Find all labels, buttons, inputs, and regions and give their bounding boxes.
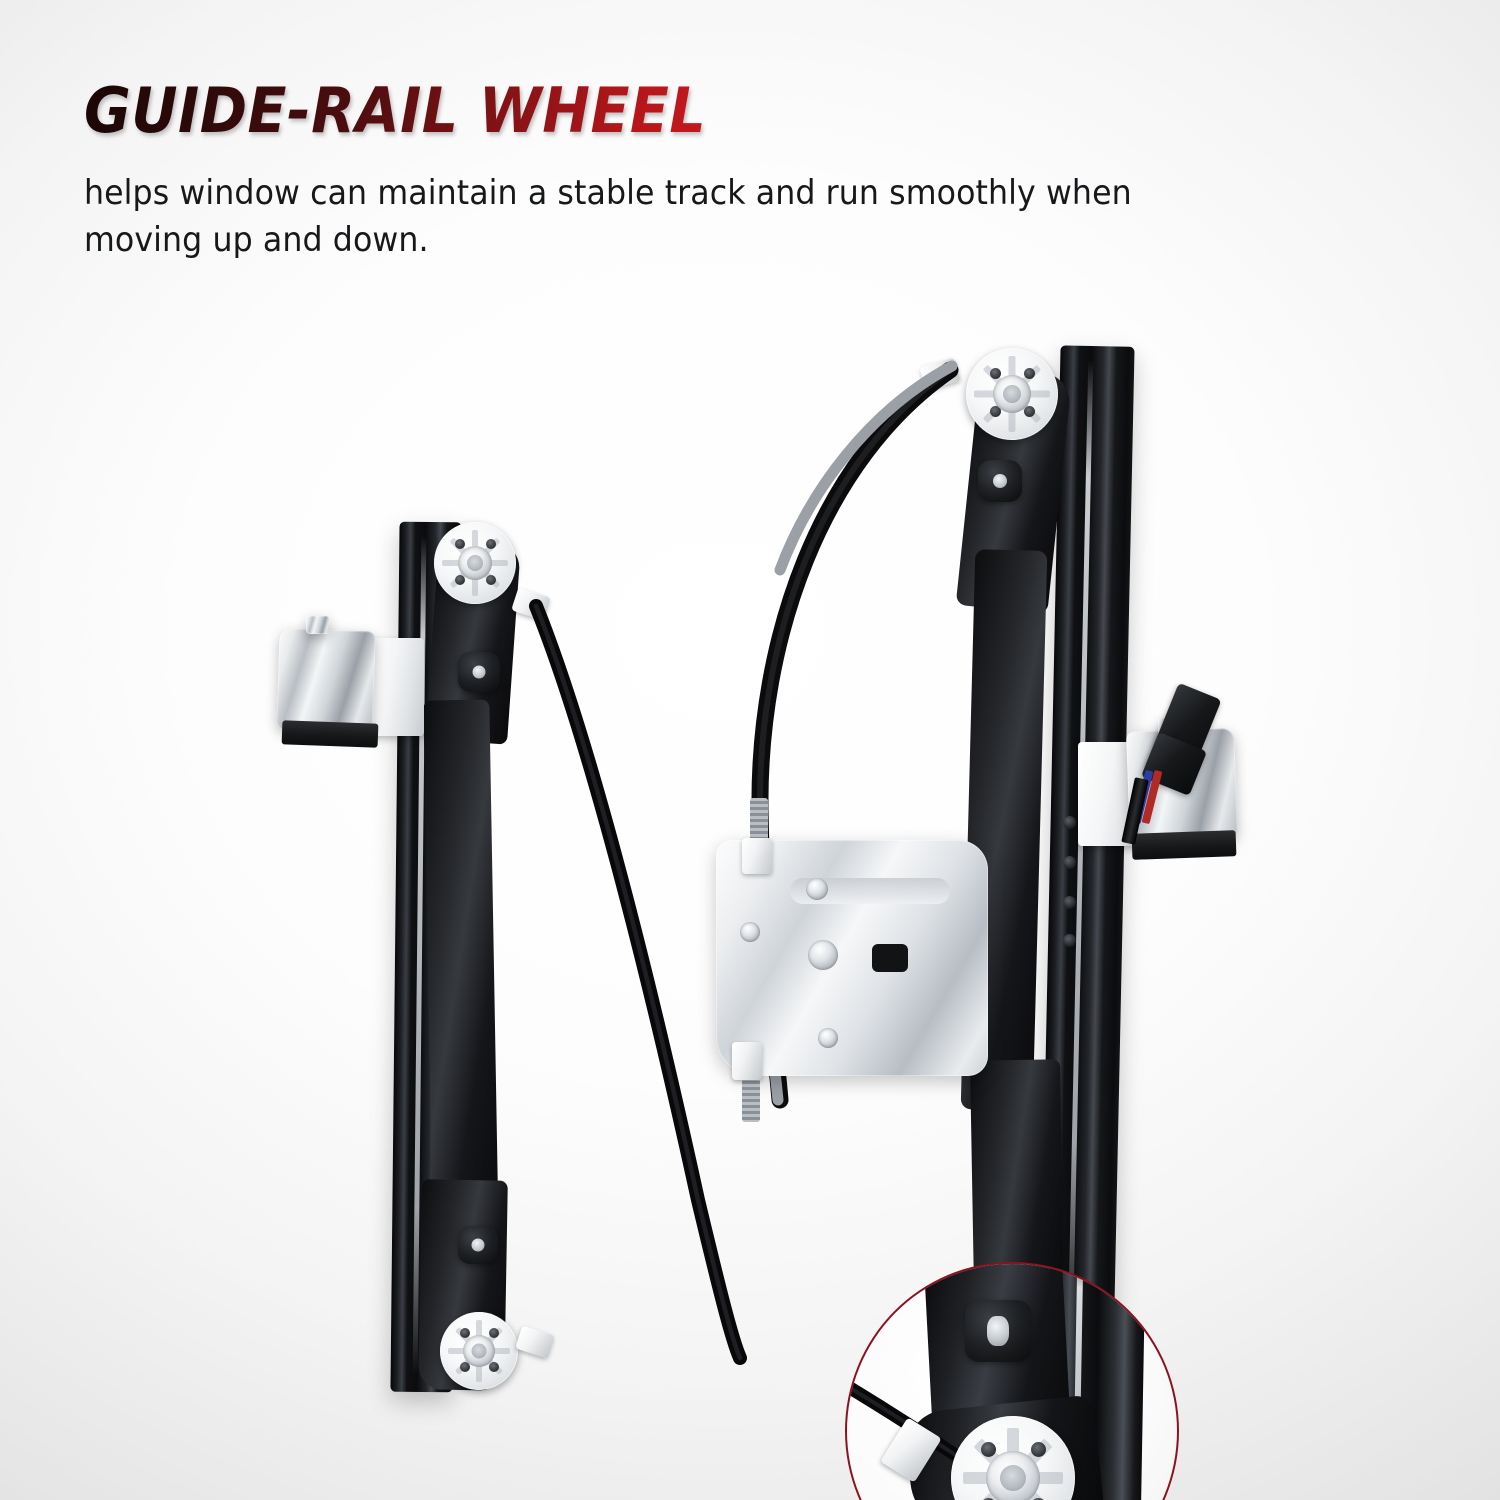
zoom-pivot-knuckle — [965, 1300, 1031, 1362]
pulley-bolt-hole — [489, 1328, 499, 1338]
housing-screw — [740, 922, 760, 942]
pulley-hub — [458, 546, 492, 580]
pivot-knuckle-left-upper — [458, 652, 500, 692]
pulley-bolt-hole — [1024, 368, 1035, 379]
pulley-bolt-hole — [489, 1362, 499, 1372]
pulley-hub-core — [471, 1343, 487, 1359]
pulley-hub-core — [1003, 385, 1021, 403]
pulley-spoke — [1008, 394, 1016, 432]
bracket-rubber-pad-left — [281, 720, 379, 748]
cable-end-lower — [742, 1078, 760, 1122]
housing-slot — [872, 944, 908, 972]
pulley-bolt-hole — [455, 539, 465, 549]
housing-center-pin — [808, 940, 838, 970]
pulley-bolt-hole — [990, 368, 1001, 379]
window-mount-bracket-left — [276, 628, 376, 734]
product-photo — [0, 300, 1500, 1500]
pulley-bolt-hole — [990, 406, 1001, 417]
pulley-bolt-hole — [1024, 406, 1035, 417]
feature-description: helps window can maintain a stable track… — [84, 173, 1132, 260]
zoom-drive-cable — [847, 1378, 970, 1467]
guide-rail-wheel-lower-left — [440, 1312, 518, 1390]
pulley-bolt-hole — [460, 1362, 470, 1372]
guide-rail-wheel-upper-right — [966, 348, 1058, 440]
pulley-bolt-hole — [486, 575, 496, 585]
zoom-pivot-pin — [987, 1316, 1009, 1346]
pulley-bolt-hole — [981, 1498, 996, 1500]
page-title: GUIDE-RAIL WHEEL — [84, 78, 1271, 144]
pivot-knuckle-right — [978, 460, 1022, 502]
pulley-hub — [463, 1335, 495, 1367]
pulley-hub — [986, 1451, 1040, 1500]
guide-rail-wheel-upper-left — [434, 522, 516, 604]
cable-end-collar-upper — [742, 838, 772, 874]
rail-bolt-holes-right — [1063, 816, 1083, 966]
pivot-pin — [472, 665, 486, 679]
pivot-pin — [993, 474, 1007, 488]
housing-screw — [818, 1028, 838, 1048]
housing-screw — [806, 878, 828, 900]
pivot-knuckle-left-lower — [458, 1226, 498, 1264]
cable-end-upper — [750, 798, 768, 842]
pulley-bolt-hole — [486, 539, 496, 549]
header: GUIDE-RAIL WHEEL helps window can mainta… — [84, 78, 1374, 264]
drive-cable-left — [529, 599, 747, 1365]
cable-end-collar-lower — [732, 1042, 762, 1080]
pivot-pin — [471, 1238, 485, 1252]
pulley-bolt-hole — [1031, 1498, 1046, 1500]
pulley-bolt-hole — [1031, 1442, 1046, 1457]
pulley-hub-core — [1000, 1465, 1026, 1491]
zoom-content — [847, 1264, 1177, 1500]
bracket-rubber-pad-right — [1131, 830, 1237, 860]
pulley-hub — [993, 375, 1031, 413]
pulley-bolt-hole — [981, 1442, 996, 1457]
pulley-bolt-hole — [460, 1328, 470, 1338]
window-mount-bracket-left-tab — [306, 616, 330, 634]
pulley-hub-core — [467, 555, 483, 571]
guide-rail-wheel-zoom-callout — [845, 1262, 1179, 1500]
pulley-bolt-hole — [455, 575, 465, 585]
